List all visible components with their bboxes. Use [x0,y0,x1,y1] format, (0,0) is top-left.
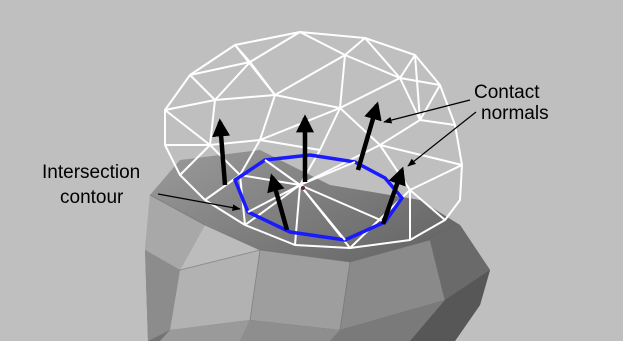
label-contact-normals-line2: normals [481,103,549,124]
label-contact-normals-line1: Contact [474,82,540,103]
center-point [301,186,305,190]
label-intersection-contour-line2: contour [60,187,124,208]
label-intersection-contour-line1: Intersection [42,162,140,183]
